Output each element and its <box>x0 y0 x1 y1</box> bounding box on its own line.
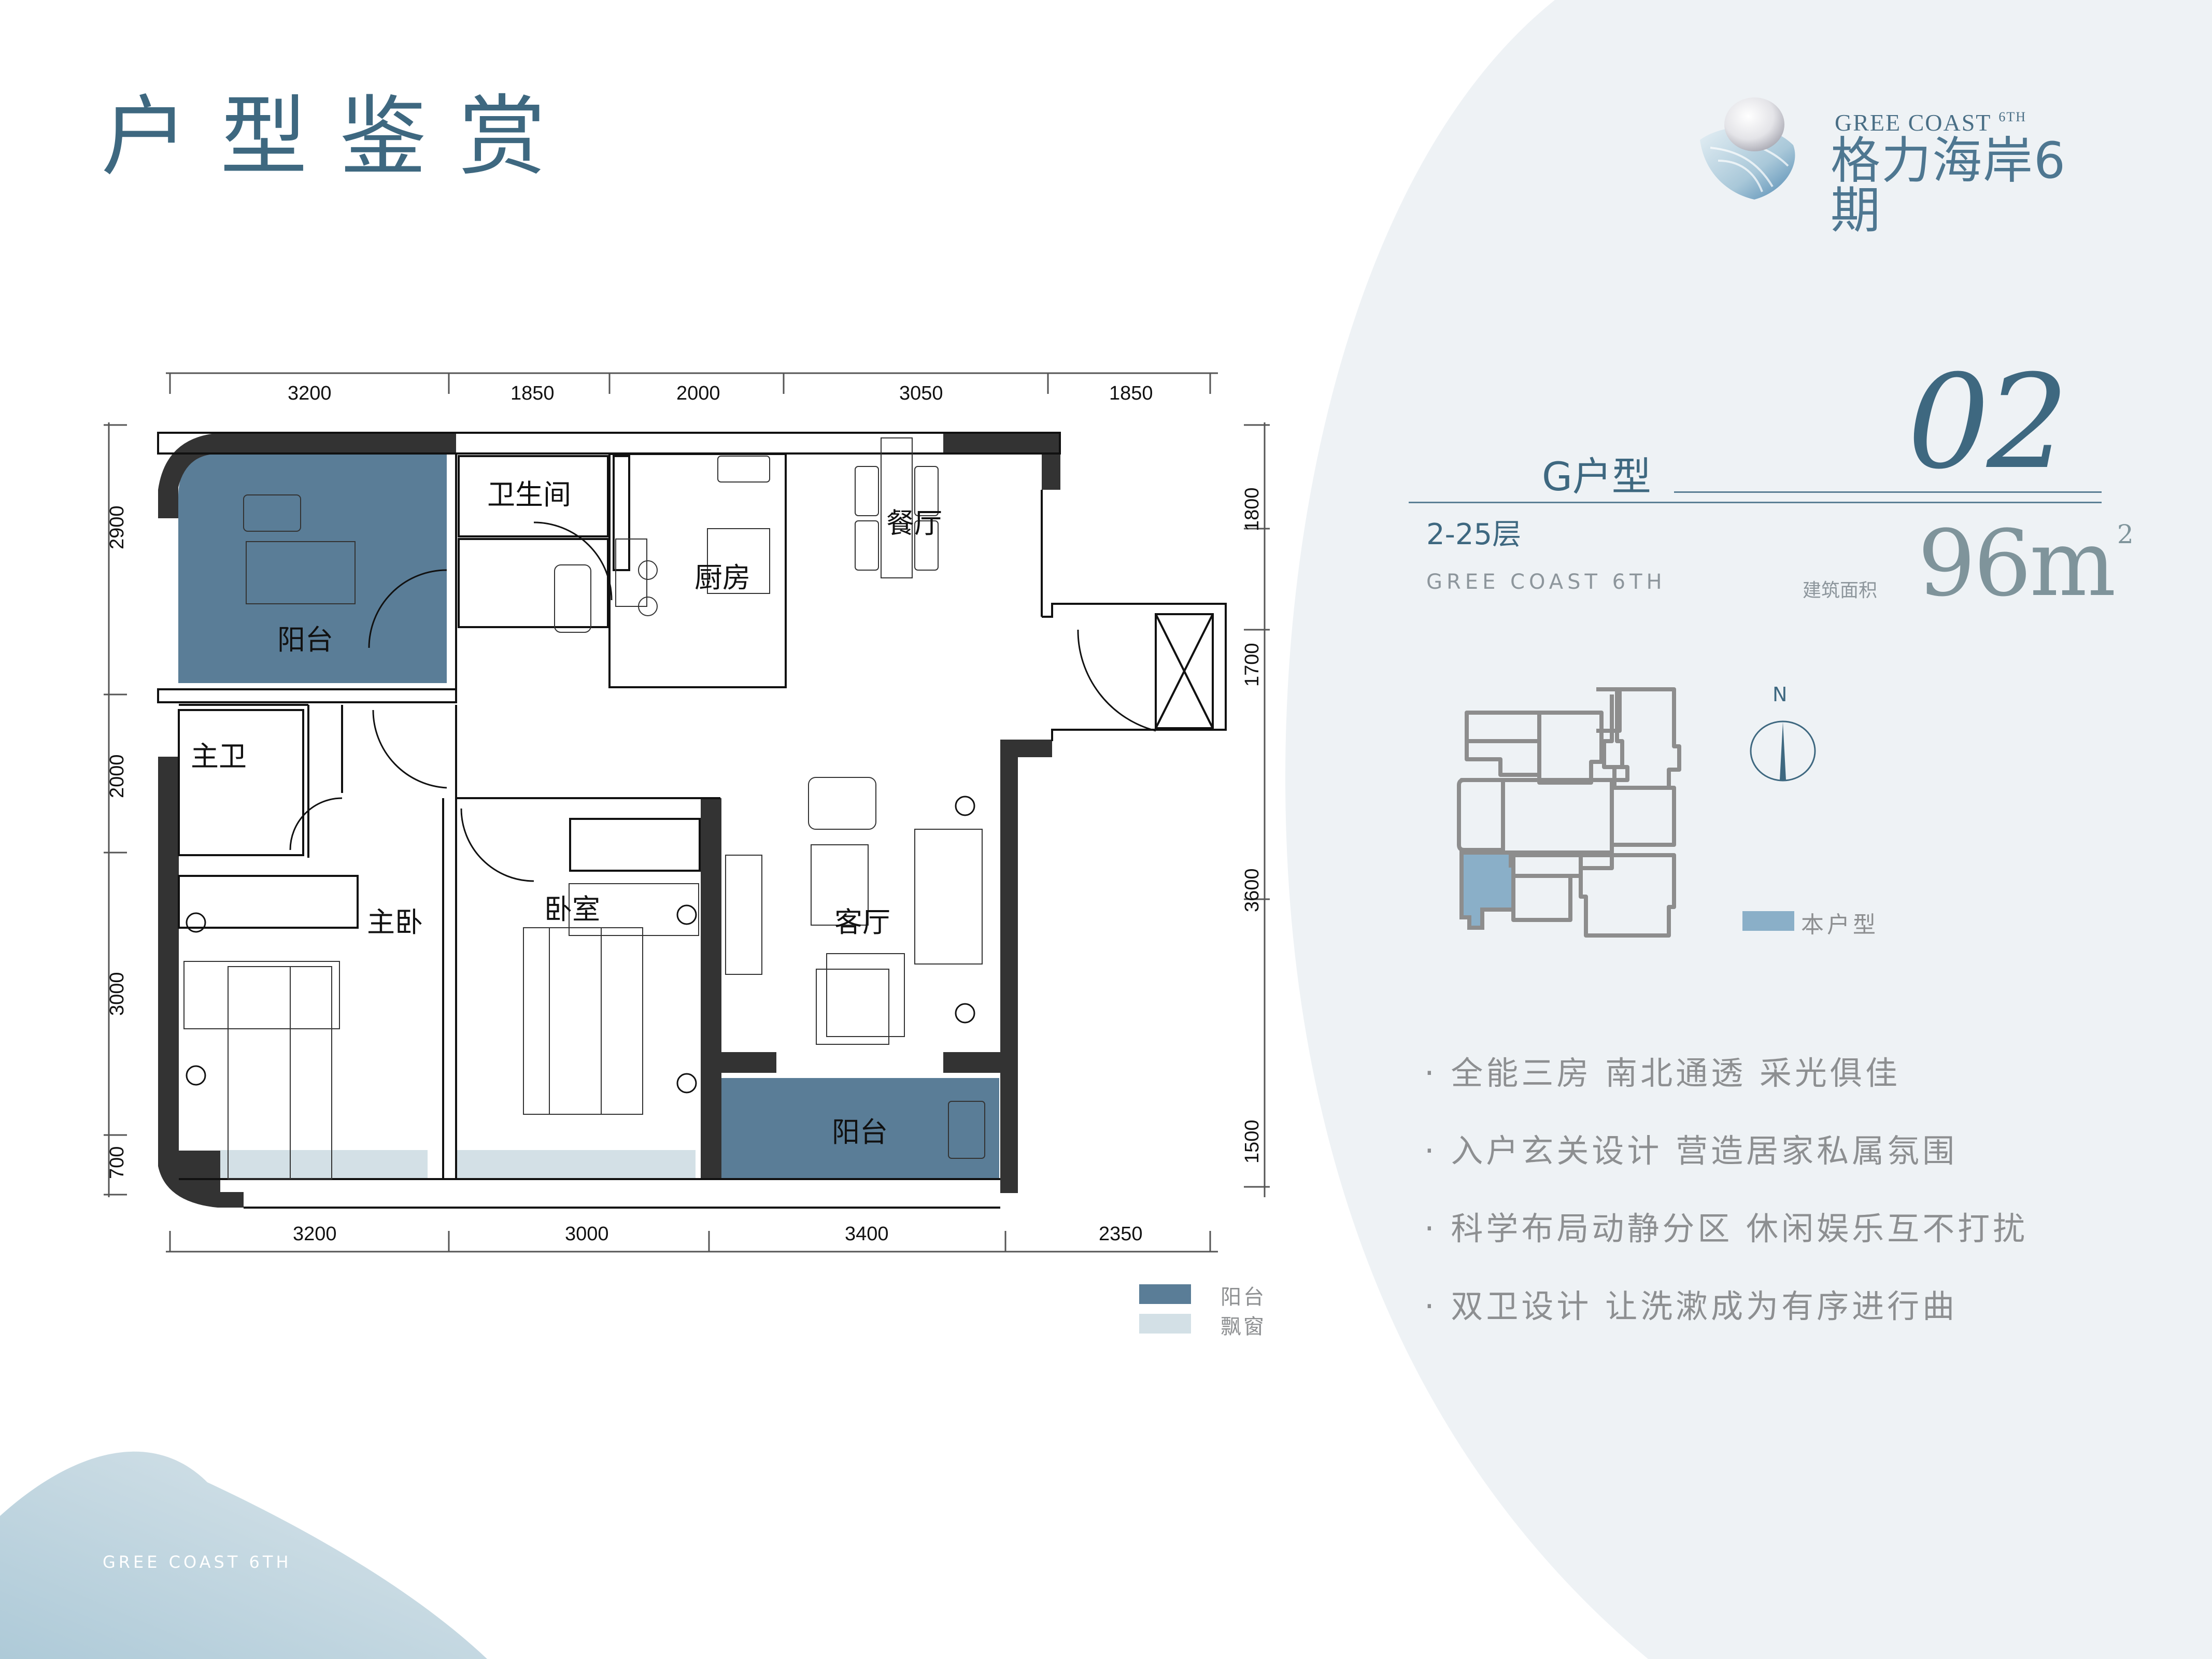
balcony-north <box>178 454 447 683</box>
dim-top: 2000 <box>676 382 720 404</box>
legend-balcony-label: 阳台 <box>1221 1285 1266 1309</box>
dim-top: 1850 <box>1109 382 1153 404</box>
dim-left: 3000 <box>106 972 128 1016</box>
bottom-left-blob <box>0 1451 487 1659</box>
unit-type-number: 02 <box>1907 347 2069 498</box>
room-label-kitchen: 厨房 <box>694 561 750 594</box>
light-fixtures <box>186 796 975 1094</box>
room-label-bedroom: 卧室 <box>544 893 600 926</box>
divider-line <box>1674 491 2102 493</box>
balcony-south <box>719 1078 999 1179</box>
legend-bay-window-swatch <box>1139 1314 1191 1334</box>
bay-window-bedroom <box>457 1150 696 1179</box>
pearl-shell-icon <box>1700 97 1795 200</box>
room-label-balcony-south: 阳台 <box>832 1116 888 1148</box>
dim-right: 1500 <box>1241 1119 1263 1164</box>
right-panel-arc <box>1285 0 2212 1659</box>
brand-chinese: 格力海岸6期 <box>1831 132 2067 239</box>
floor-range: 2-25层 <box>1426 518 1522 551</box>
project-english-name: GREE COAST 6TH <box>1426 570 1666 594</box>
room-label-master-bedroom: 主卧 <box>367 906 423 939</box>
room-label-guest-bath: 卫生间 <box>487 478 571 511</box>
room-label-dining: 餐厅 <box>886 507 942 540</box>
dim-top: 3200 <box>288 382 332 404</box>
dim-bottom: 2350 <box>1099 1223 1143 1245</box>
exterior-walls <box>158 433 1060 1208</box>
dim-right: 1800 <box>1241 487 1263 531</box>
area-label: 建筑面积 <box>1803 580 1878 601</box>
dim-right: 1700 <box>1241 643 1263 687</box>
legend-balcony-swatch <box>1139 1284 1191 1304</box>
feature-item: · 科学布局动静分区 休闲娱乐互不打扰 <box>1424 1210 2029 1247</box>
dim-top: 3050 <box>899 382 943 404</box>
furniture <box>183 437 985 1180</box>
room-label-living: 客厅 <box>834 906 890 939</box>
dim-right: 3600 <box>1241 868 1263 912</box>
unit-type-name: G户型 <box>1542 453 1651 500</box>
dim-left: 2000 <box>106 754 128 798</box>
feature-item: · 双卫设计 让洗漱成为有序进行曲 <box>1424 1287 1958 1325</box>
door-swings <box>289 521 1156 882</box>
room-label-balcony-north: 阳台 <box>277 623 333 656</box>
bay-window-master <box>220 1150 428 1179</box>
feature-item: · 入户玄关设计 营造居家私属氛围 <box>1424 1132 1958 1170</box>
dim-top: 1850 <box>511 382 555 404</box>
room-label-master-bath: 主卫 <box>191 740 247 773</box>
feature-item: · 全能三房 南北通透 采光俱佳 <box>1424 1054 1901 1092</box>
dim-bottom: 3400 <box>845 1223 889 1245</box>
this-unit-label: 本户型 <box>1801 912 1879 938</box>
page-title: 户型鉴赏 <box>101 86 578 188</box>
this-unit-swatch <box>1742 911 1794 931</box>
legend-bay-window-label: 飘窗 <box>1221 1315 1266 1339</box>
dimension-lines <box>104 372 1270 1253</box>
compass-north-label: N <box>1773 683 1788 706</box>
interior-walls <box>157 432 1227 1209</box>
dim-left: 2900 <box>106 505 128 549</box>
dim-bottom: 3000 <box>565 1223 609 1245</box>
this-unit-highlight <box>1459 850 1515 930</box>
divider-line <box>1409 502 2102 503</box>
site-key-plan <box>1457 687 1681 938</box>
dim-bottom: 3200 <box>293 1223 337 1245</box>
dim-left: 700 <box>106 1146 128 1179</box>
footer-brand: GREE COAST 6TH <box>103 1552 292 1572</box>
compass-icon <box>1750 720 1816 782</box>
